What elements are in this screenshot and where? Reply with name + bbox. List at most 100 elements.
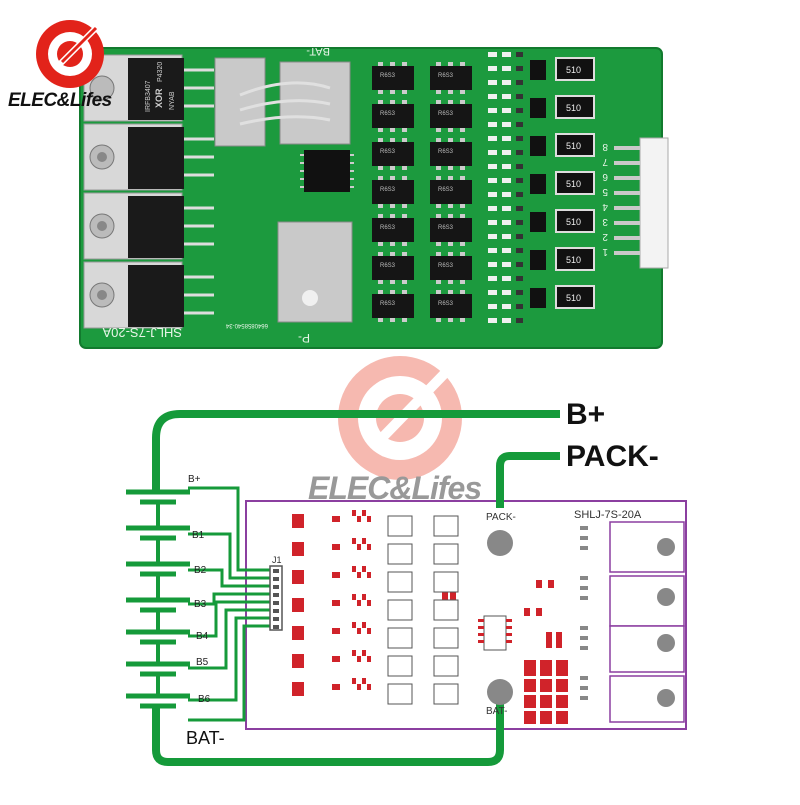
j1-pins — [273, 569, 279, 629]
chip-mark: R6S3 — [380, 111, 396, 117]
layout-ic-pins — [478, 619, 512, 643]
optocoupler-chip: R6S3 — [430, 252, 472, 284]
smd-part — [502, 304, 511, 309]
connector-pin-label: 4 — [602, 201, 608, 212]
mosfet-label-top: IRFB3407 — [145, 80, 152, 112]
board-photo-svg: IRFB3407 XOR P4320 NYAB BAT- — [79, 45, 669, 349]
layout-chip — [387, 571, 413, 593]
smd-part — [516, 248, 523, 253]
connector-pin-label: 2 — [602, 231, 608, 242]
layout-pack-minus: PACK- — [486, 512, 516, 523]
smd-part — [488, 262, 497, 267]
layout-chip — [387, 683, 413, 705]
layout-pad — [362, 622, 366, 628]
layout-mosfet-leads — [580, 526, 588, 700]
smd-part — [502, 220, 511, 225]
layout-pad — [536, 580, 542, 588]
layout-pad — [332, 656, 340, 662]
main-wires — [152, 410, 560, 766]
resistor-mark: 510 — [566, 255, 581, 265]
control-ic — [304, 150, 350, 192]
smd-part — [488, 94, 497, 99]
tap-label-b6: B6 — [198, 694, 211, 705]
connector-pin — [614, 191, 640, 195]
resistor-mark: 510 — [566, 103, 581, 113]
smd-part — [516, 206, 523, 211]
connector-pin-label: 5 — [602, 186, 608, 197]
smd-part — [502, 122, 511, 127]
chip-mark: R6S3 — [380, 73, 396, 79]
layout-pad — [352, 594, 356, 600]
layout-chip — [433, 599, 459, 621]
smd-part — [502, 290, 511, 295]
smd-part — [488, 220, 497, 225]
tap-wires — [188, 486, 272, 722]
optocoupler-chip: R6S3 — [372, 62, 414, 94]
layout-chip — [433, 543, 459, 565]
layout-pad — [536, 608, 542, 616]
balance-resistor: 510 — [530, 209, 595, 233]
balance-resistor: 510 — [530, 171, 595, 195]
connector-pin — [614, 251, 640, 255]
smd-part — [488, 80, 497, 85]
smd-part — [516, 52, 523, 57]
optocoupler-chip: R6S3 — [430, 290, 472, 322]
smd-part — [516, 178, 523, 183]
layout-pad — [362, 650, 366, 656]
tap-label-b5: B5 — [196, 657, 209, 668]
j1-label: J1 — [272, 555, 282, 565]
smd-part — [502, 66, 511, 71]
resistor-mark: 510 — [566, 217, 581, 227]
p-minus-pad — [277, 221, 353, 323]
layout-pad — [292, 570, 304, 584]
smd-part — [502, 150, 511, 155]
layout-model: SHLJ-7S-20A — [574, 509, 642, 521]
label-b-plus: B+ — [566, 398, 605, 431]
layout-bat-pad — [487, 679, 513, 705]
connector-pin — [614, 146, 640, 150]
smd-part — [488, 178, 497, 183]
smd-part — [488, 304, 497, 309]
layout-shunt-bands — [524, 676, 568, 711]
layout-pad — [352, 678, 356, 684]
wire-pack-minus — [496, 452, 560, 508]
smd-part — [502, 94, 511, 99]
smd-part — [488, 108, 497, 113]
mosfet-label-mid: XOR — [154, 88, 164, 108]
p-minus-hole — [302, 290, 318, 306]
tap-label-b1: B1 — [192, 530, 205, 541]
layout-pad — [357, 572, 361, 578]
layout-ic — [483, 615, 507, 651]
smd-part — [502, 248, 511, 253]
balance-resistor: 510 — [530, 285, 595, 309]
silk-model: SHLJ-7S-20A — [102, 325, 182, 340]
smd-part — [502, 178, 511, 183]
smd-part — [488, 192, 497, 197]
smd-part — [488, 318, 497, 323]
layout-pad — [352, 566, 356, 572]
tap-label-b4: B4 — [196, 631, 209, 642]
solder-pad-1 — [214, 57, 266, 147]
optocoupler-chip: R6S3 — [372, 290, 414, 322]
smd-part — [488, 136, 497, 141]
smd-part — [516, 318, 523, 323]
layout-pad — [352, 622, 356, 628]
mosfet-label-bot: NYAB — [169, 91, 176, 110]
layout-chip — [433, 655, 459, 677]
optocoupler-chip: R6S3 — [372, 100, 414, 132]
smd-part — [516, 108, 523, 113]
connector-pin-label: 6 — [602, 171, 608, 182]
j1-connector — [269, 565, 283, 631]
layout-pad — [332, 516, 340, 522]
smd-part — [488, 290, 497, 295]
layout-pad — [546, 632, 552, 640]
smd-part — [502, 318, 511, 323]
connector-pin — [614, 236, 640, 240]
optocoupler-chip: R6S3 — [430, 138, 472, 170]
chip-mark: R6S3 — [380, 187, 396, 193]
layout-pad — [292, 682, 304, 696]
smd-part — [516, 94, 523, 99]
brand-logo-icon — [36, 20, 104, 88]
